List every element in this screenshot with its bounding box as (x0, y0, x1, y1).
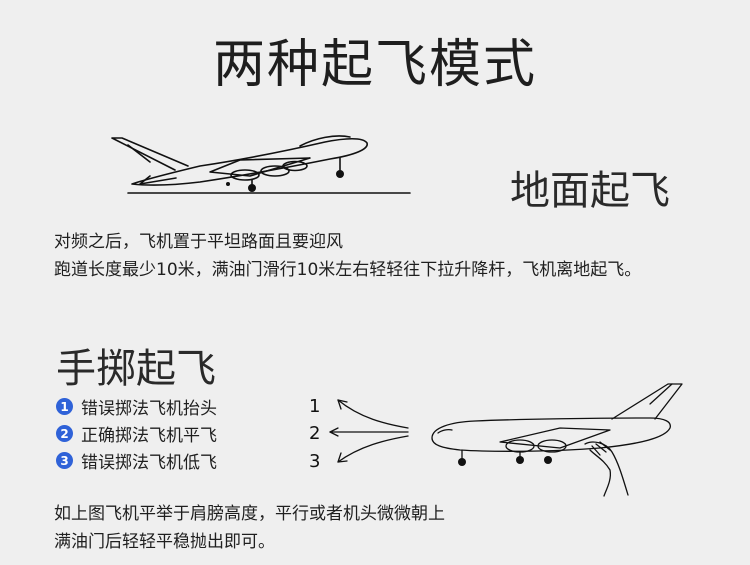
arrow-number-2: 2 (309, 423, 321, 444)
hand-line-1: 如上图飞机平举于肩膀高度，平行或者机头微微朝上 (54, 504, 445, 524)
curved-arrow-icon (329, 399, 409, 463)
ground-line-1: 对频之后，飞机置于平坦路面且要迎风 (54, 232, 343, 252)
option-1: 1 错误掷法飞机抬头 (56, 393, 217, 420)
arrow-number-3: 3 (309, 451, 321, 472)
ground-takeoff-heading: 地面起飞 (510, 168, 670, 214)
option-3: 3 错误掷法飞机低飞 (56, 447, 217, 474)
option-2: 2 正确掷法飞机平飞 (56, 420, 217, 447)
badge-1: 1 (56, 398, 73, 415)
arrow-number-1: 1 (309, 396, 321, 417)
badge-3: 3 (56, 452, 73, 469)
ground-takeoff-description: 对频之后，飞机置于平坦路面且要迎风 跑道长度最少10米，满油门滑行10米左右轻轻… (54, 228, 641, 284)
hand-throw-description: 如上图飞机平举于肩膀高度，平行或者机头微微朝上 满油门后轻轻平稳抛出即可。 (54, 500, 445, 556)
option-3-label: 错误掷法飞机低飞 (81, 453, 217, 473)
option-2-label: 正确掷法飞机平飞 (81, 426, 217, 446)
page-title: 两种起飞模式 (212, 35, 537, 95)
throw-options-list: 1 错误掷法飞机抬头 2 正确掷法飞机平飞 3 错误掷法飞机低飞 (56, 393, 217, 474)
hand-line-2: 满油门后轻轻平稳抛出即可。 (54, 532, 275, 552)
option-1-label: 错误掷法飞机抬头 (81, 399, 217, 419)
hand-throw-heading: 手掷起飞 (56, 346, 216, 392)
ground-line-2: 跑道长度最少10米，满油门滑行10米左右轻轻往下拉升降杆，飞机离地起飞。 (54, 260, 642, 280)
badge-2: 2 (56, 425, 73, 442)
